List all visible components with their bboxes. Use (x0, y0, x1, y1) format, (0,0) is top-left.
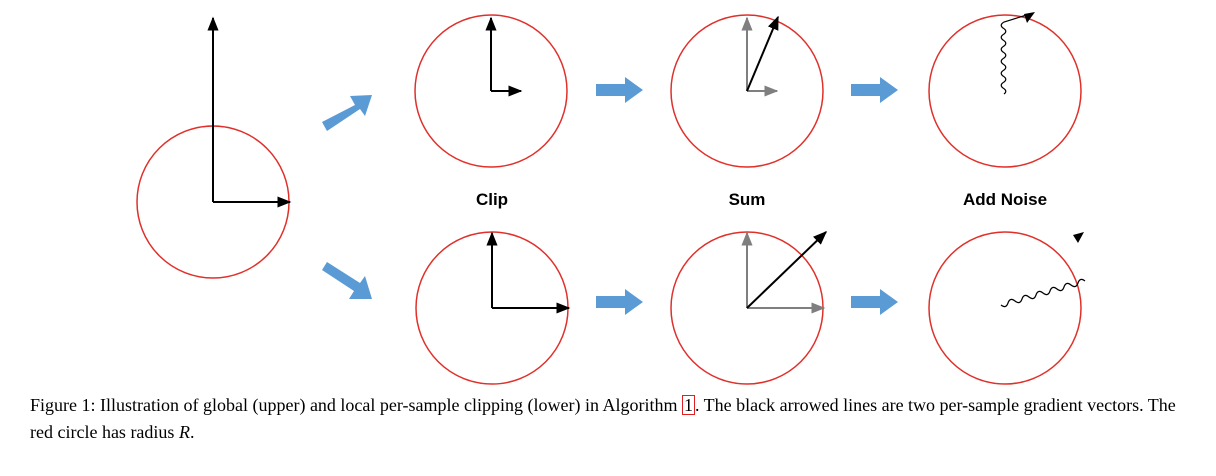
global-sum-panel (670, 14, 824, 168)
clipping-illustration: Clip Sum Add Noise (136, 12, 1086, 385)
local-sum-panel (670, 231, 828, 385)
radius-circle (928, 14, 1082, 168)
stage-label-add-noise: Add Noise (963, 190, 1047, 209)
figure-caption: Figure 1: Illustration of global (upper)… (30, 392, 1200, 446)
arrow-head (1073, 232, 1084, 243)
radius-symbol: R (178, 422, 190, 442)
arrow-clip-to-sum-lower (596, 289, 643, 315)
sum-vector (746, 231, 828, 309)
local-noise-panel (928, 231, 1086, 385)
radius-circle (414, 14, 568, 168)
original-gradients (136, 16, 292, 279)
stage-label-sum: Sum (729, 190, 766, 209)
arrow-clip-to-sum-upper (596, 77, 643, 103)
local-clip-panel (415, 231, 571, 385)
caption-middle: . The black arrowed lines are two per-sa… (30, 395, 1176, 442)
noisy-vector (1000, 13, 1031, 95)
arrow-to-local-branch (322, 262, 372, 299)
stage-label-clip: Clip (476, 190, 508, 209)
radius-circle (670, 14, 824, 168)
arrow-sum-to-noise-lower (851, 289, 898, 315)
arrow-sum-to-noise-upper (851, 77, 898, 103)
sum-vector (746, 15, 779, 92)
caption-prefix: Figure 1: Illustration of global (upper)… (30, 395, 682, 415)
arrow-to-global-branch (322, 95, 372, 131)
arrow-head (1024, 12, 1035, 23)
caption-suffix: . (189, 422, 195, 442)
global-noise-panel (928, 12, 1082, 168)
radius-circle (928, 231, 1082, 385)
noisy-vector (1000, 278, 1086, 308)
global-clip-panel (414, 14, 568, 168)
algorithm-reference-link[interactable]: 1 (681, 395, 695, 415)
